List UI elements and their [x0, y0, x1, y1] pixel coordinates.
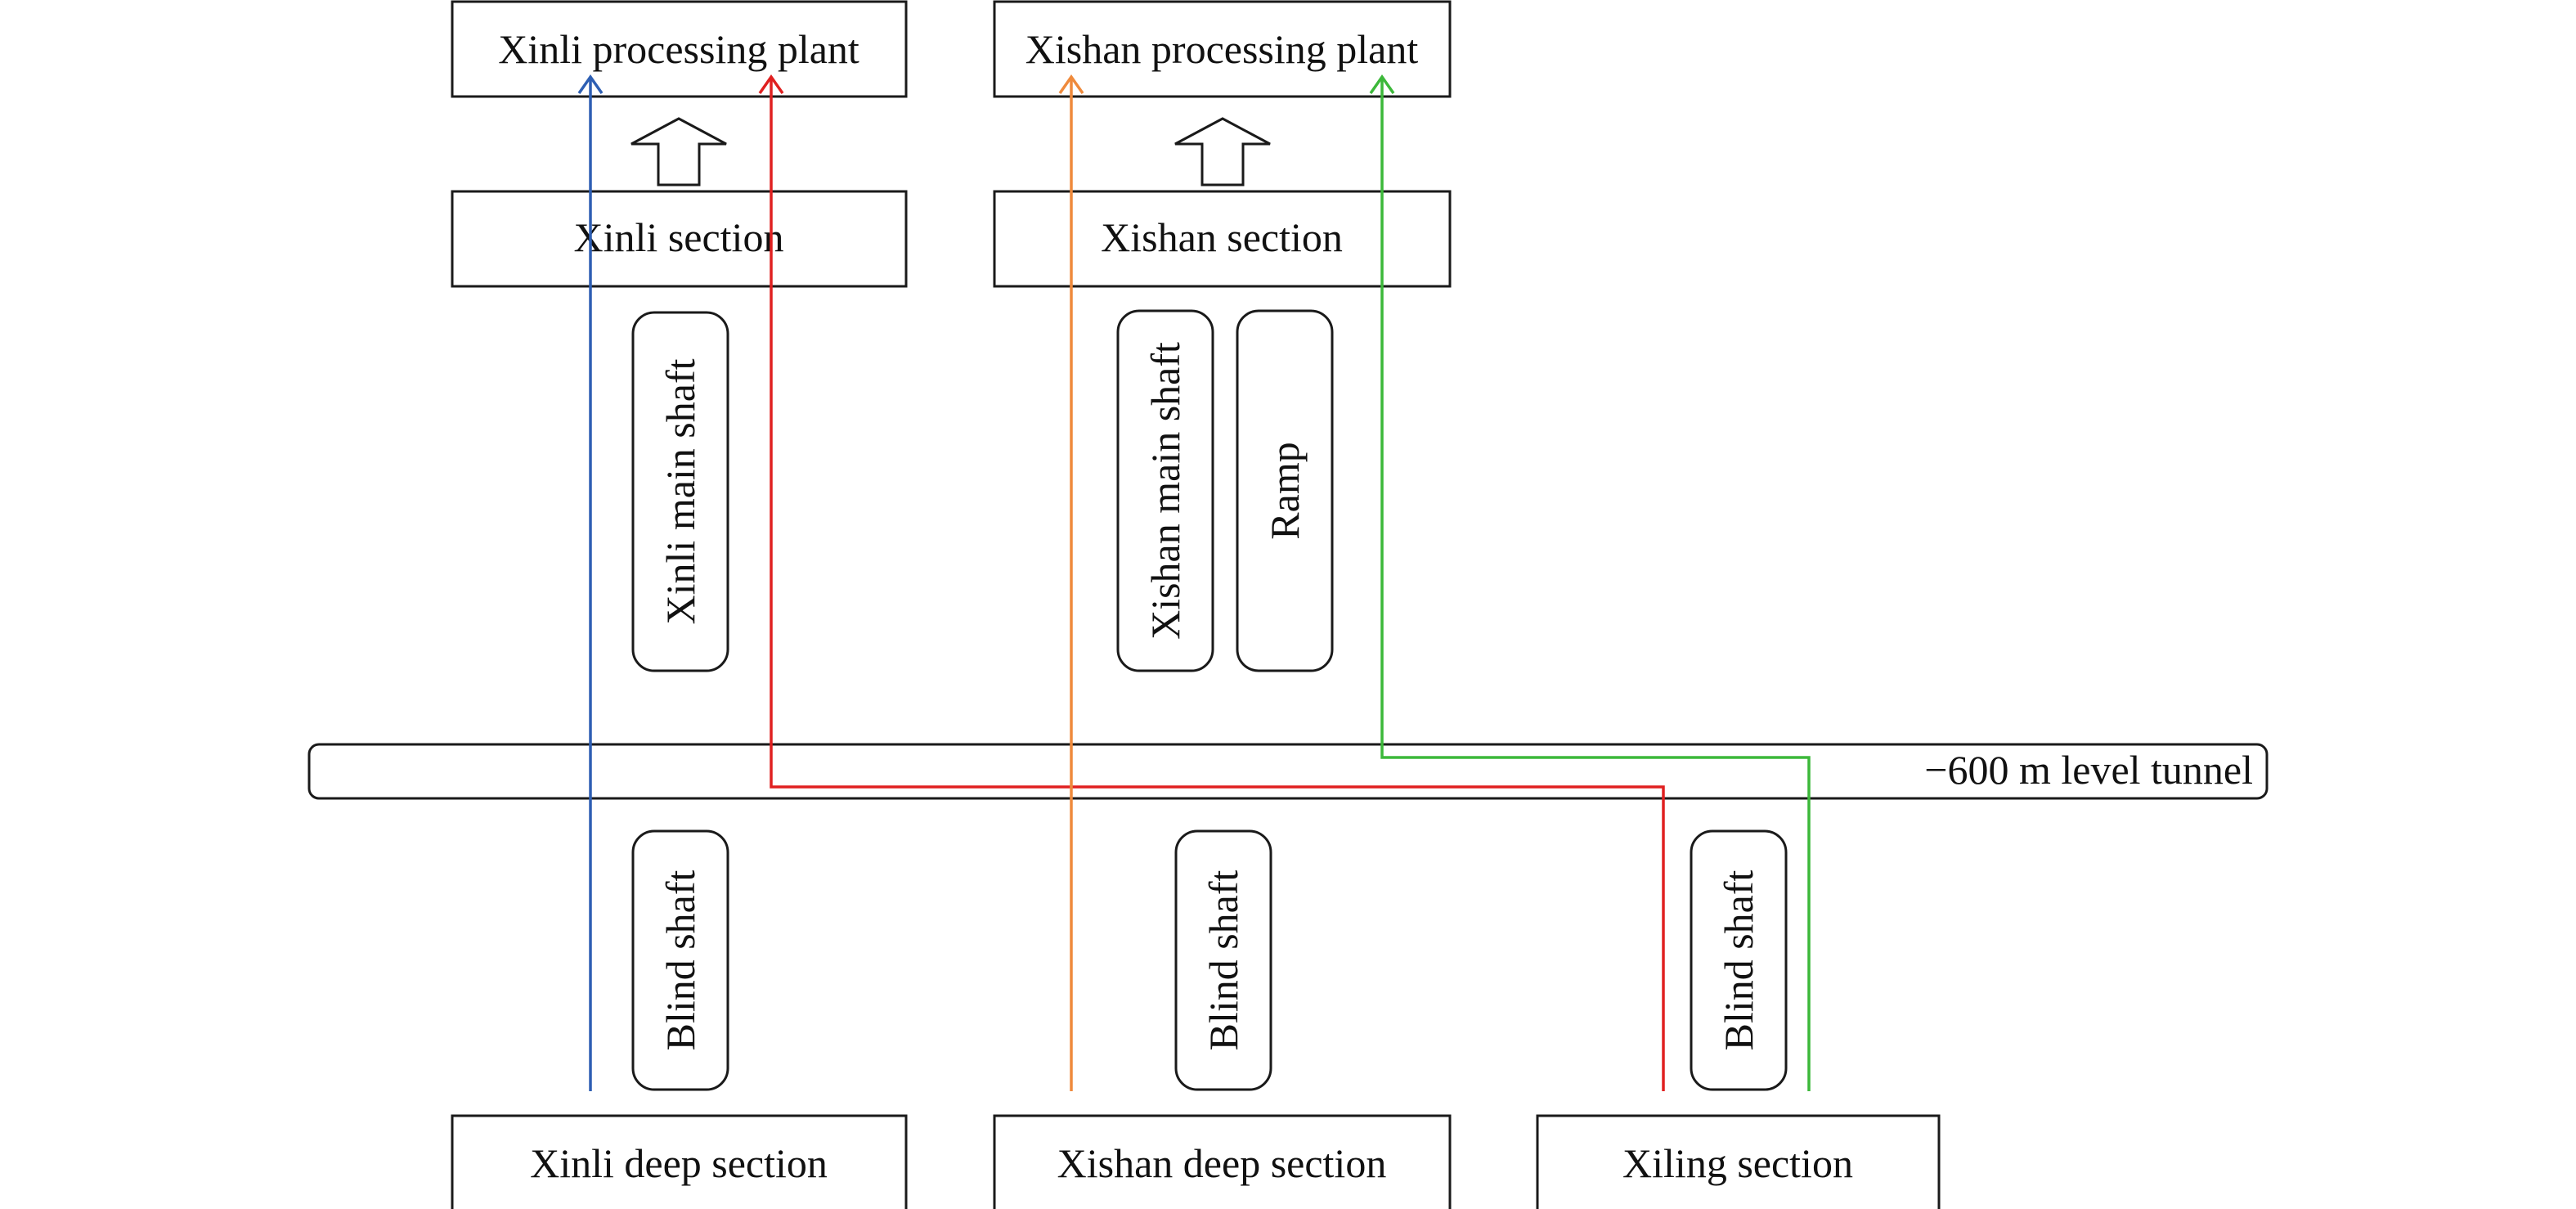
xinli-section-label: Xinli section — [574, 214, 784, 260]
xinli-up-arrow-icon — [631, 117, 727, 187]
blind-shaft-xishan-node: Blind shaft — [1174, 829, 1272, 1091]
xishan-section-label: Xishan section — [1101, 214, 1343, 260]
green-route-arrowhead-icon — [1369, 74, 1395, 95]
blue-route-xinli-deep-to-xinli-plant — [577, 74, 604, 1091]
red-route-arrowhead-icon — [758, 74, 784, 95]
xinli-processing-plant-node: Xinli processing plant — [451, 0, 908, 98]
blind-shaft-xishan-label: Blind shaft — [1200, 870, 1246, 1050]
xinli-main-shaft-node: Xinli main shaft — [631, 311, 729, 672]
xinli-deep-section-label: Xinli deep section — [530, 1140, 828, 1186]
blind-shaft-xinli-node: Blind shaft — [631, 829, 729, 1091]
ramp-node: Ramp — [1236, 309, 1334, 672]
blind-shaft-xinli-label: Blind shaft — [657, 870, 703, 1050]
red-route-xiling-to-xinli-plant — [758, 74, 1665, 1091]
red-route-line — [770, 77, 1665, 1091]
green-route-line — [1380, 77, 1811, 1091]
xishan-deep-section-node: Xishan deep section — [993, 1114, 1452, 1209]
orange-route-xishan-deep-to-xishan-plant — [1058, 74, 1084, 1091]
blue-route-arrowhead-icon — [577, 74, 604, 95]
ramp-label: Ramp — [1262, 442, 1308, 539]
xishan-up-arrow-icon — [1174, 117, 1271, 187]
level-tunnel-label: −600 m level tunnel — [1924, 747, 2253, 793]
xiling-section-label: Xiling section — [1622, 1140, 1853, 1186]
green-route-xiling-to-xishan-plant — [1369, 74, 1811, 1091]
level-tunnel-node: −600 m level tunnel — [307, 743, 2269, 800]
xinli-deep-section-node: Xinli deep section — [451, 1114, 908, 1209]
xishan-main-shaft-node: Xishan main shaft — [1116, 309, 1214, 672]
xishan-deep-section-label: Xishan deep section — [1057, 1140, 1387, 1186]
xinli-section-node: Xinli section — [451, 190, 908, 288]
blind-shaft-xiling-label: Blind shaft — [1716, 870, 1761, 1050]
xishan-processing-plant-label: Xishan processing plant — [1025, 26, 1419, 72]
xiling-section-node: Xiling section — [1536, 1114, 1941, 1209]
blind-shaft-xiling-node: Blind shaft — [1690, 829, 1788, 1091]
xinli-main-shaft-label: Xinli main shaft — [657, 358, 703, 624]
xishan-main-shaft-label: Xishan main shaft — [1142, 342, 1188, 640]
xinli-processing-plant-label: Xinli processing plant — [498, 26, 859, 72]
orange-route-arrowhead-icon — [1058, 74, 1084, 95]
